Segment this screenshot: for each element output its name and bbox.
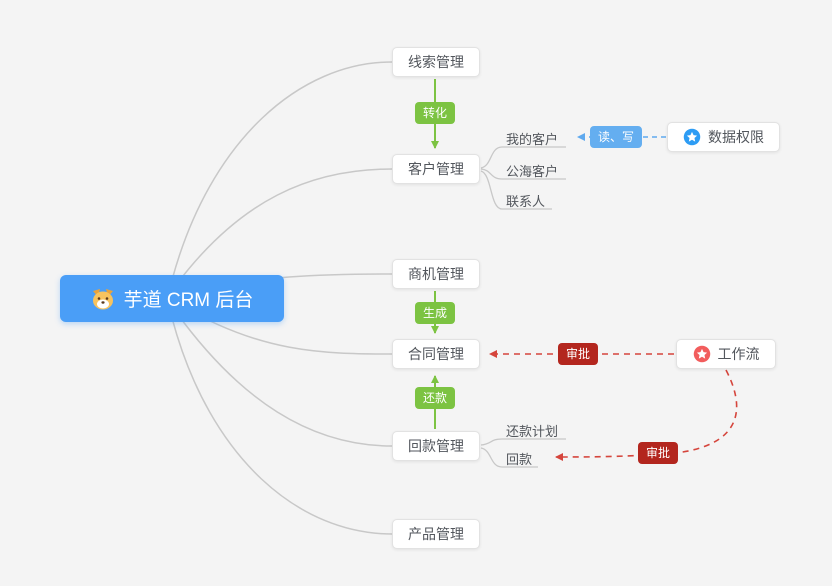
- subnode-repay-plan[interactable]: 还款计划: [506, 424, 559, 439]
- edge-label-convert: 转化: [414, 102, 456, 124]
- connector-root-product: [171, 317, 393, 535]
- connector-customer-contact: [480, 170, 552, 210]
- subnode-my-customer[interactable]: 我的客户: [506, 132, 559, 147]
- connector-root-receivable: [175, 311, 393, 447]
- node-workflow[interactable]: 工作流: [676, 339, 776, 369]
- node-data-permission[interactable]: 数据权限: [667, 122, 780, 152]
- shiba-dog-icon: [91, 288, 115, 310]
- connector-receivable-pay: [480, 447, 538, 468]
- subnode-contact[interactable]: 联系人: [506, 194, 546, 209]
- root-node-label: 芋道 CRM 后台: [123, 290, 254, 311]
- connector-customer-public-customer: [480, 168, 566, 180]
- node-business[interactable]: 商机管理: [392, 259, 480, 289]
- connector-root-leads: [171, 61, 393, 281]
- star-circle-blue-icon: [683, 128, 701, 146]
- connector-customer-my-customer: [480, 146, 566, 169]
- workflow-label: 工作流: [717, 346, 760, 362]
- root-node-crm[interactable]: 芋道 CRM 后台: [60, 275, 284, 322]
- edge-label-generate: 生成: [414, 302, 456, 324]
- node-customer[interactable]: 客户管理: [392, 154, 480, 184]
- subnode-payment[interactable]: 回款: [506, 452, 533, 467]
- star-circle-red-icon: [693, 345, 711, 363]
- node-product[interactable]: 产品管理: [392, 519, 480, 549]
- node-leads[interactable]: 线索管理: [392, 47, 480, 77]
- edge-label-approve-receivable: 审批: [637, 442, 679, 464]
- edge-label-read-write: 读、写: [589, 126, 643, 148]
- connector-receivable-plan: [480, 438, 566, 446]
- edge-label-approve-contract: 审批: [557, 343, 599, 365]
- data-permission-label: 数据权限: [708, 129, 764, 145]
- subnode-public-customer[interactable]: 公海客户: [506, 164, 559, 179]
- node-receivable[interactable]: 回款管理: [392, 431, 480, 461]
- node-contract[interactable]: 合同管理: [392, 339, 480, 369]
- edge-label-repay: 还款: [414, 387, 456, 409]
- connector-root-customer: [175, 168, 393, 286]
